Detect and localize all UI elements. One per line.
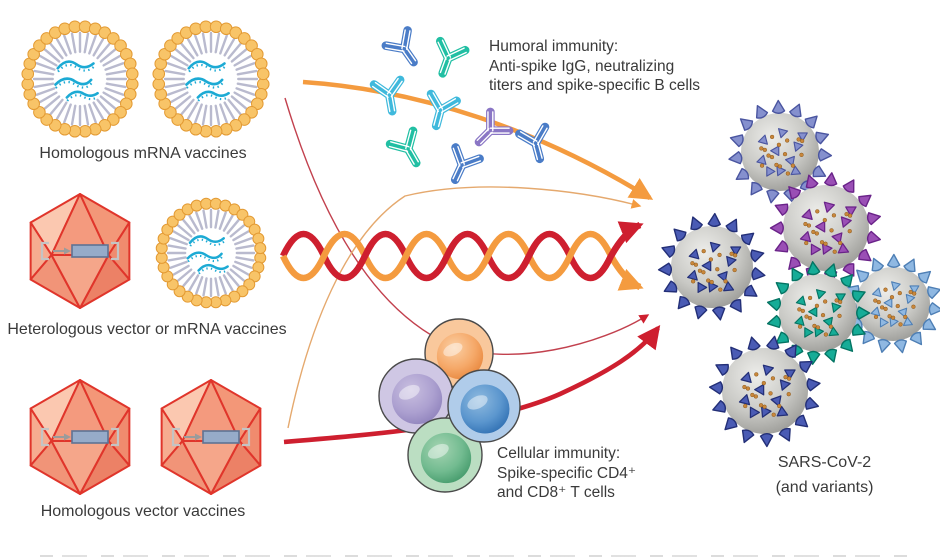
label-cellular-immunity: Cellular immunity: Spike-specific CD4⁺ a… — [497, 444, 717, 503]
antibody-icon — [426, 89, 461, 131]
virus-cluster — [657, 99, 940, 448]
cropped-caption-artifact — [40, 555, 915, 557]
heterologous-pathway-helix — [280, 221, 644, 291]
cellular-line-1: Cellular immunity: — [497, 445, 621, 462]
viral-vector-icon — [29, 193, 131, 309]
label-heterologous-vaccines: Heterologous vector or mRNA vaccines — [7, 321, 287, 338]
label-humoral-immunity: Humoral immunity: Anti-spike IgG, neutra… — [489, 37, 749, 96]
lipid-nanoparticle-icon — [152, 20, 270, 138]
helix-red-strand — [280, 221, 644, 281]
antibody-icon — [474, 107, 514, 147]
sars-line-1: SARS-CoV-2 — [777, 454, 872, 471]
cellular-line-3: and CD8⁺ T cells — [497, 484, 615, 501]
antibody-icon — [450, 143, 484, 184]
cellular-line-2: Spike-specific CD4⁺ — [497, 464, 637, 482]
helix-orange-strand — [280, 231, 644, 291]
vaccine-icons — [21, 20, 270, 495]
humoral-line-2: Anti-spike IgG, neutralizing — [489, 57, 675, 75]
arrow-vector-to-humoral — [287, 186, 642, 429]
antibody-icon — [435, 36, 470, 78]
label-sars-cov-2: SARS-CoV-2 (and variants) — [737, 450, 912, 500]
humoral-line-3: titers and spike-specific B cells — [489, 77, 701, 94]
viral-vector-icon — [160, 379, 262, 495]
antibody-icon — [385, 126, 421, 168]
antibody-icon — [369, 75, 405, 116]
label-homologous-mrna-vaccines: Homologous mRNA vaccines — [39, 145, 247, 162]
antibody-cluster — [369, 26, 550, 184]
t-cell — [378, 358, 454, 434]
lipid-nanoparticle-icon — [155, 197, 267, 309]
humoral-line-1: Humoral immunity: — [489, 38, 619, 55]
t-cell — [447, 369, 521, 443]
arrow-mrna-to-virus — [302, 79, 654, 200]
virus-particle — [657, 212, 766, 321]
antibody-icon — [515, 122, 550, 164]
t-cell — [407, 417, 483, 493]
virus-particle — [728, 99, 833, 204]
virus-particle — [842, 253, 940, 354]
antibody-icon — [381, 26, 418, 67]
virus-particle — [708, 335, 821, 448]
t-cell-cluster — [378, 318, 521, 493]
virus-particle — [766, 261, 871, 365]
arrow-mrna-to-cellular — [284, 97, 650, 356]
arrow-vector-to-virus — [283, 325, 661, 445]
sars-line-2: (and variants) — [775, 479, 874, 496]
viral-vector-icon — [29, 379, 131, 495]
label-homologous-vector-vaccines: Homologous vector vaccines — [40, 503, 246, 520]
lipid-nanoparticle-icon — [21, 20, 139, 138]
